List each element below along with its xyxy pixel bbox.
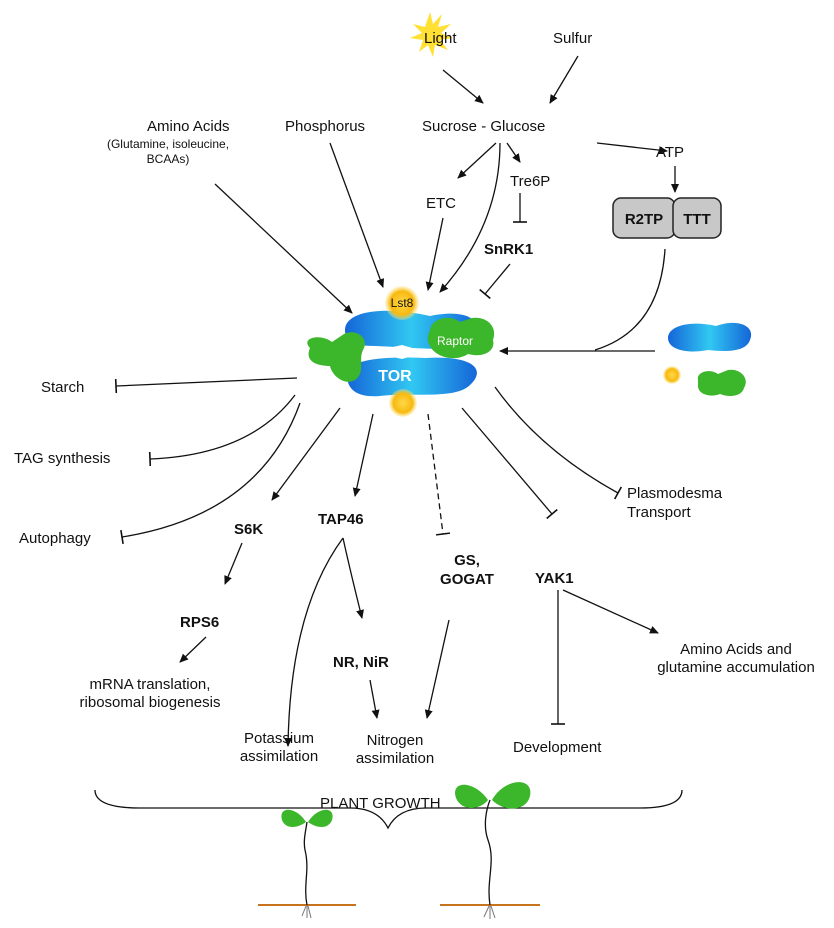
autophagy-label: Autophagy	[19, 530, 91, 547]
output-edges	[114, 377, 659, 747]
nitrogen-label-1: Nitrogen	[367, 732, 424, 749]
small-seedling-icon	[258, 809, 356, 919]
light-arrow	[442, 69, 484, 104]
mrna-label-2: ribosomal biogenesis	[80, 694, 221, 711]
yak1-amino-arrow	[562, 589, 659, 634]
s6k-rps6-arrow	[224, 542, 243, 585]
atp-label: ATP	[656, 144, 684, 161]
starch-label: Starch	[41, 379, 84, 396]
amino-acids-label: Amino Acids	[147, 118, 230, 135]
raptor-right-shape	[427, 317, 495, 359]
large-seedling-icon	[440, 782, 540, 919]
r2tp-ttt-complex: R2TP TTT	[612, 197, 722, 239]
gogat-label: GOGAT	[440, 571, 494, 588]
tor-tap46-arrow	[352, 413, 374, 497]
tag-synthesis-label: TAG synthesis	[14, 450, 110, 467]
tor-s6k-arrow	[271, 407, 341, 501]
plasmodesma-inhibit	[494, 386, 623, 500]
sugar-atp-arrow	[596, 142, 668, 155]
sugar-tor-arrow	[439, 142, 501, 293]
tor-lower-lobe	[347, 357, 477, 397]
sulfur-arrow	[549, 55, 579, 104]
gs-label: GS,	[454, 552, 480, 569]
ttt-box	[672, 197, 722, 239]
gs-nitrogen-arrow	[424, 619, 450, 719]
tag-inhibit	[148, 394, 296, 467]
free-lst8-dot	[663, 366, 681, 384]
free-components	[663, 322, 752, 396]
development-label: Development	[513, 739, 602, 756]
input-edges	[214, 55, 679, 355]
snrk1-tor-inhibit	[479, 263, 511, 300]
r2tp-label: R2TP	[625, 211, 663, 228]
tor-yak1-inhibit	[461, 407, 558, 520]
tap46-label: TAP46	[318, 511, 364, 528]
snrk1-label: SnRK1	[484, 241, 533, 258]
raptor-left-shape	[307, 332, 365, 382]
amino-acids-detail-1: (Glutamine, isoleucine,	[107, 137, 229, 151]
ttt-label: TTT	[683, 211, 711, 228]
plasmodesma-label-1: Plasmodesma	[627, 485, 723, 502]
sulfur-label: Sulfur	[553, 30, 592, 47]
mrna-label-1: mRNA translation,	[90, 676, 211, 693]
tap46-nr-arrow	[342, 537, 364, 619]
nitrogen-label-2: assimilation	[356, 750, 434, 767]
tor-complex: Lst8 Raptor TOR	[307, 286, 495, 417]
lst8-dot	[385, 286, 419, 320]
etc-label: ETC	[426, 195, 456, 212]
tap46-potassium-arrow	[284, 537, 344, 747]
tre6p-label: Tre6P	[510, 173, 550, 190]
amino-accumulation-label-1: Amino Acids and	[680, 641, 792, 658]
raptor-label: Raptor	[437, 334, 473, 348]
sugar-tre6p-arrow	[506, 142, 521, 163]
rps6-mrna-arrow	[179, 636, 207, 663]
curly-brace	[94, 789, 683, 830]
plant-growth-label: PLANT GROWTH	[320, 795, 441, 812]
lst8-bottom-dot	[389, 389, 417, 417]
free-tor-fragment	[668, 322, 752, 352]
sucrose-glucose-label: Sucrose - Glucose	[422, 118, 545, 135]
sugar-etc-arrow	[457, 142, 497, 179]
tor-gs-inhibit	[427, 413, 451, 536]
etc-tor-arrow	[425, 217, 444, 291]
phosphorus-tor-arrow	[329, 142, 384, 288]
tor-gap	[370, 345, 426, 359]
light-label: Light	[424, 30, 457, 47]
potassium-label-1: Potassium	[244, 730, 314, 747]
rps6-label: RPS6	[180, 614, 219, 631]
r2tp-curve	[594, 248, 666, 351]
amino-accumulation-label-2: glutamine accumulation	[657, 659, 815, 676]
free-raptor-shape	[697, 369, 746, 396]
starch-inhibit	[114, 377, 298, 394]
amino-acids-tor-arrow	[214, 183, 353, 314]
potassium-label-2: assimilation	[240, 748, 318, 765]
phosphorus-label: Phosphorus	[285, 118, 365, 135]
lst8-label: Lst8	[391, 296, 414, 310]
s6k-label: S6K	[234, 521, 263, 538]
sun-icon	[410, 12, 453, 57]
nr-nitrogen-arrow	[369, 679, 380, 719]
autophagy-inhibit	[120, 402, 301, 545]
nr-nir-label: NR, NiR	[333, 654, 389, 671]
amino-acids-detail-2: BCAAs)	[147, 152, 190, 166]
tor-label: TOR	[378, 368, 412, 385]
yak1-label: YAK1	[535, 570, 574, 587]
plasmodesma-label-2: Transport	[627, 504, 691, 521]
